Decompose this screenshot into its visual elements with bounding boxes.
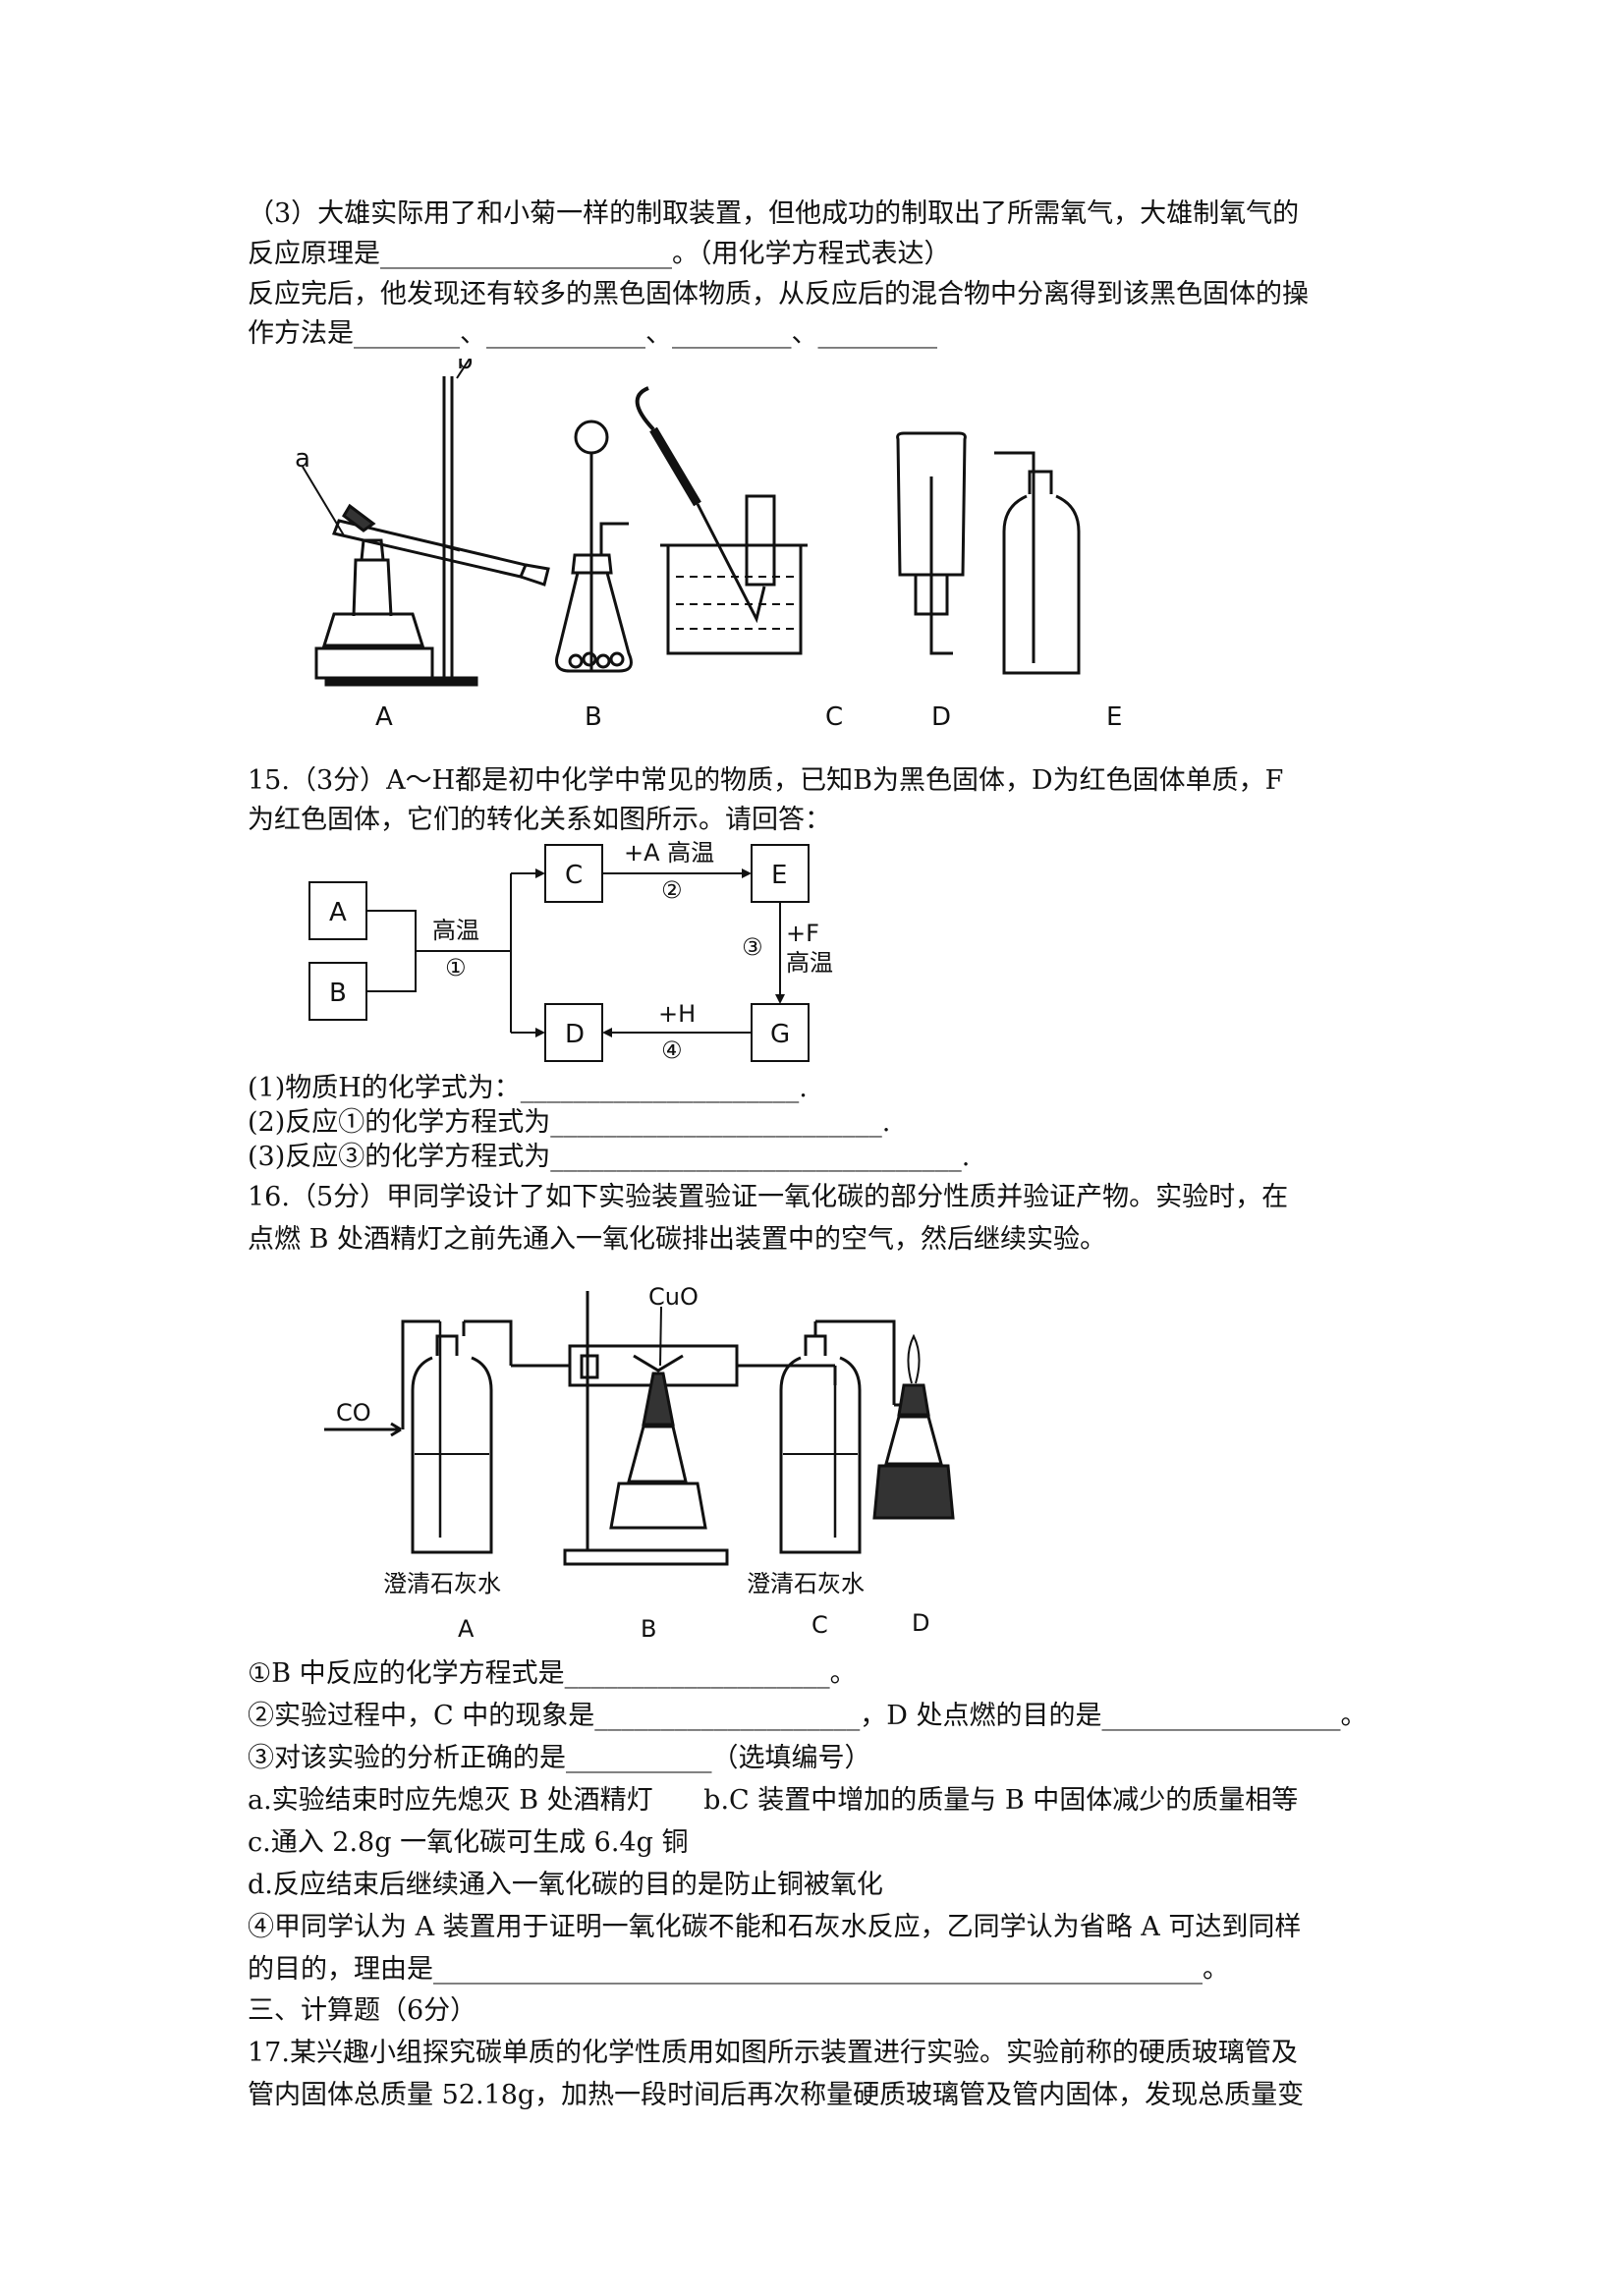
q16-co-apparatus-svg: CO CuO 澄清石灰水 澄清石灰水 A B C D xyxy=(324,1287,955,1643)
bottle-c xyxy=(779,1319,896,1554)
apparatus-e xyxy=(994,451,1081,675)
q16-co-apparatus-figure: CO CuO 澄清石灰水 澄清石灰水 A B C D xyxy=(324,1287,1012,1651)
gas-apparatus-svg: b a A B C D E xyxy=(295,359,1122,732)
q16-opt-c: c.通入 2.8g 一氧化碳可生成 6.4g 铜 xyxy=(248,1827,689,1858)
box-d-label: D xyxy=(565,1020,585,1049)
label-item-b: B xyxy=(585,702,602,732)
apparatus-b xyxy=(555,420,633,673)
cond-4-top: +H xyxy=(658,1000,696,1028)
label-item-c: C xyxy=(825,702,843,732)
q15-sub3: (3)反应③的化学方程式为___________________________… xyxy=(248,1142,971,1172)
box-g-label: G xyxy=(770,1020,790,1049)
label-a: A xyxy=(458,1615,475,1643)
cond-3-num: ③ xyxy=(742,933,763,961)
gas-apparatus-figure: b a A B C D E xyxy=(295,359,1277,737)
label-d: D xyxy=(912,1609,929,1637)
label-a: a xyxy=(295,444,310,474)
q14-p3-line4: 作方法是________、____________、_________、____… xyxy=(248,318,937,349)
section3-heading: 三、计算题（6分） xyxy=(248,1995,477,2026)
label-b: B xyxy=(641,1615,656,1643)
q14-p3-line3: 反应完后，他发现还有较多的黑色固体物质，从反应后的混合物中分离得到该黑色固体的操 xyxy=(248,279,1309,309)
q16-s1: ①B 中反应的化学方程式是____________________。 xyxy=(248,1658,857,1689)
q15-sub1: (1)物质H的化学式为：_____________________. xyxy=(248,1073,808,1103)
label-cuo: CuO xyxy=(648,1287,699,1311)
q15-line1: 15.（3分）A～H都是初中化学中常见的物质，已知B为黑色固体，D为红色固体单质… xyxy=(248,765,1284,796)
q16-line2: 点燃 B 处酒精灯之前先通入一氧化碳排出装置中的空气，然后继续实验。 xyxy=(248,1224,1107,1255)
q16-s4-line1: ④甲同学认为 A 装置用于证明一氧化碳不能和石灰水反应，乙同学认为省略 A 可达… xyxy=(248,1912,1302,1942)
label-co: CO xyxy=(336,1399,371,1427)
label-item-a: A xyxy=(375,702,393,732)
cond-1-num: ① xyxy=(445,954,467,981)
apparatus-a xyxy=(314,376,550,687)
q16-s4-line2: 的目的，理由是_________________________________… xyxy=(248,1954,1229,1985)
cond-3-b: 高温 xyxy=(786,949,833,977)
cond-3-a: +F xyxy=(786,920,819,947)
q16-s2: ②实验过程中，C 中的现象是____________________，D 处点燃… xyxy=(248,1701,1368,1731)
q16-opt-d: d.反应结束后继续通入一氧化碳的目的是防止铜被氧化 xyxy=(248,1870,883,1900)
q16-s3: ③对该实验的分析正确的是___________（选填编号） xyxy=(248,1743,871,1773)
box-e-label: E xyxy=(771,861,787,890)
q16-opt-ab: a.实验结束时应先熄灭 B 处酒精灯 b.C 装置中增加的质量与 B 中固体减少… xyxy=(248,1785,1299,1816)
q14-p3-line2: 反应原理是______________________。（用化学方程式表达） xyxy=(248,239,951,269)
cond-1-top: 高温 xyxy=(432,917,479,944)
q17-line1: 17.某兴趣小组探究碳单质的化学性质用如图所示装置进行实验。实验前称的硬质玻璃管… xyxy=(248,2038,1298,2068)
q15-line2: 为红色固体，它们的转化关系如图所示。请回答： xyxy=(248,805,831,835)
q15-flow-diagram: A B C E D G 高温 ① +A 高温 ② ③ +F 高温 +H ④ xyxy=(300,835,850,1066)
q17-line2: 管内固体总质量 52.18g，加热一段时间后再次称量硬质玻璃管及管内固体，发现总… xyxy=(248,2080,1305,2110)
label-limewater-a: 澄清石灰水 xyxy=(383,1570,501,1597)
label-b: b xyxy=(457,359,474,375)
box-c-label: C xyxy=(565,861,583,890)
box-b-label: B xyxy=(329,979,347,1008)
label-item-d: D xyxy=(931,702,951,732)
box-a-label: A xyxy=(329,898,347,927)
burner-d xyxy=(872,1333,955,1520)
q15-sub2: (2)反应①的化学方程式为_________________________. xyxy=(248,1107,891,1138)
apparatus-d xyxy=(896,431,967,655)
cond-2-top: +A 高温 xyxy=(624,839,714,867)
cond-2-num: ② xyxy=(661,876,683,904)
cond-4-num: ④ xyxy=(661,1036,683,1064)
label-item-e: E xyxy=(1106,702,1122,732)
q15-flow-svg: A B C E D G 高温 ① +A 高温 ② ③ +F 高温 +H ④ xyxy=(308,839,833,1064)
label-c: C xyxy=(812,1611,828,1639)
label-limewater-c: 澄清石灰水 xyxy=(747,1570,865,1597)
stand-b xyxy=(511,1291,835,1566)
bottle-a xyxy=(401,1319,513,1554)
q14-p3-line1: （3）大雄实际用了和小菊一样的制取装置，但他成功的制取出了所需氧气，大雄制氧气的 xyxy=(248,198,1300,229)
q16-line1: 16.（5分）甲同学设计了如下实验装置验证一氧化碳的部分性质并验证产物。实验时，… xyxy=(248,1182,1289,1212)
apparatus-c xyxy=(635,386,808,655)
